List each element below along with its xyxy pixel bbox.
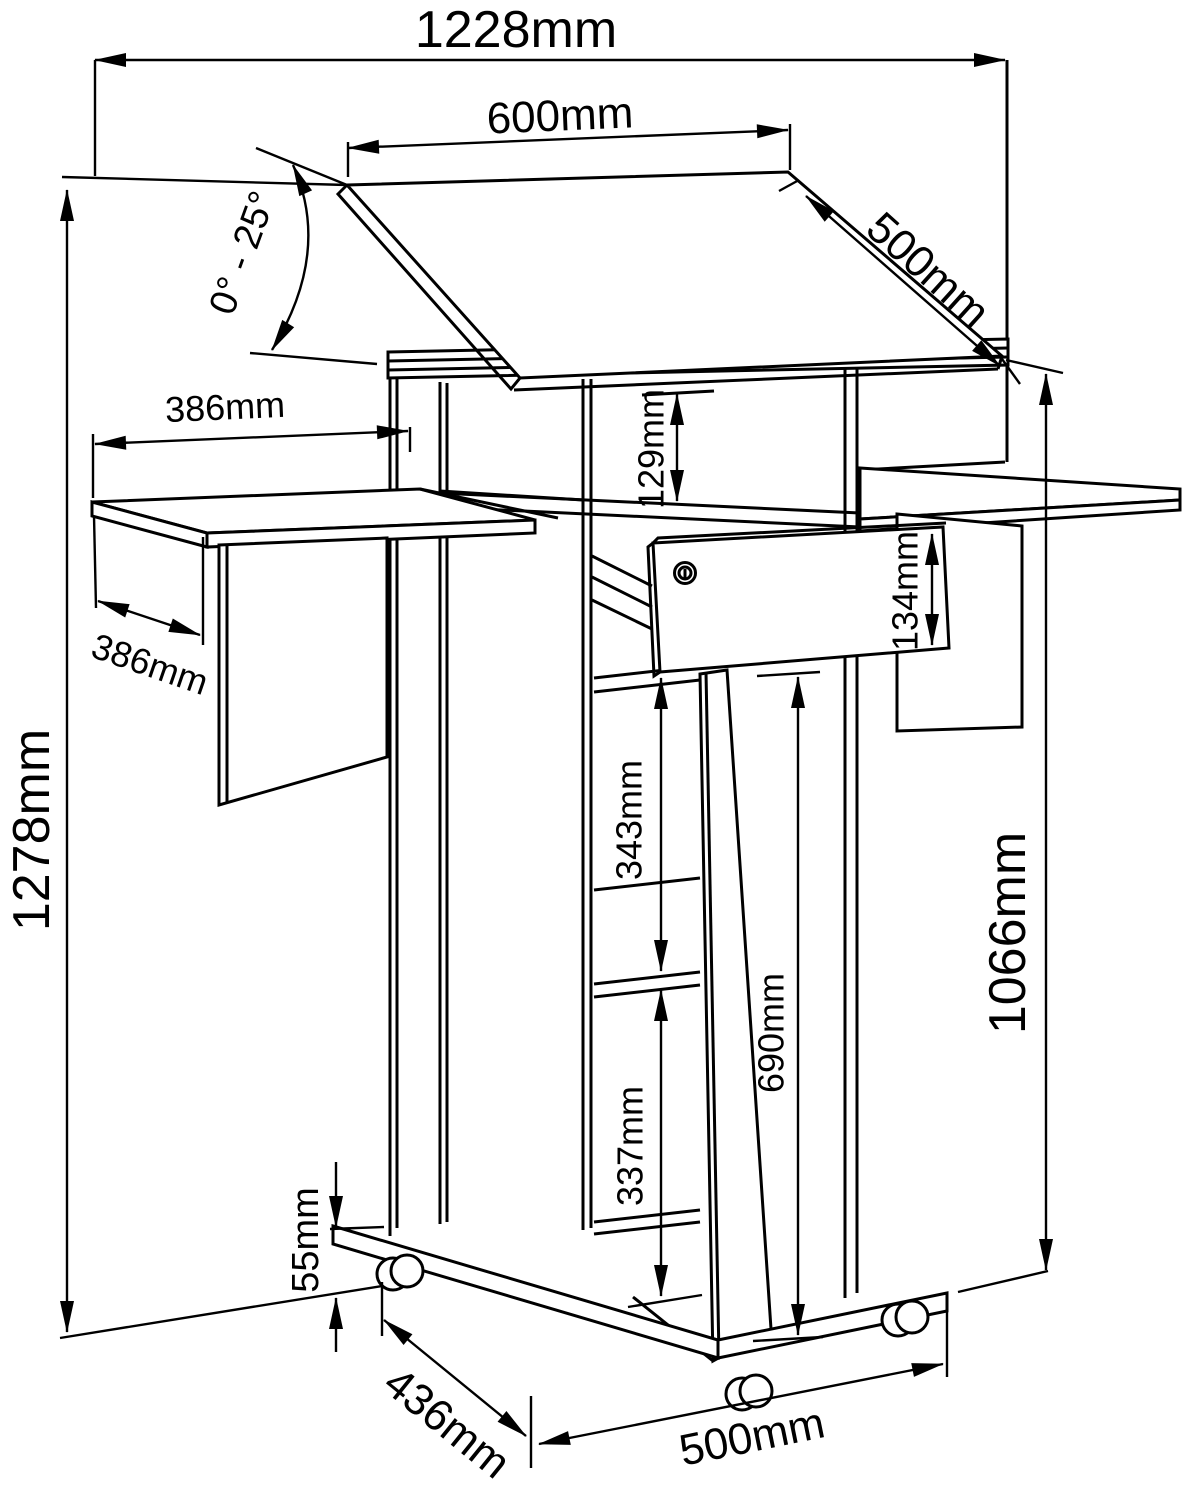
dim-tilt-angle: 0° - 25° xyxy=(201,146,378,366)
dim-overall-width-label: 1228mm xyxy=(415,1,617,59)
dim-caster-clearance-label: 55mm xyxy=(285,1187,327,1293)
left-shelf-support-panel xyxy=(217,536,389,807)
dim-lower-shelf-spacing: 337mm xyxy=(610,989,703,1309)
dim-caster-clearance: 55mm xyxy=(285,1162,385,1352)
dim-upper-compartment-height: 129mm xyxy=(631,389,684,509)
drawer-front xyxy=(651,525,951,674)
dim-body-height: 1066mm xyxy=(957,358,1064,1294)
dim-overall-height: 1278mm xyxy=(3,175,383,1340)
dim-base-depth: 436mm xyxy=(375,1282,533,1488)
dim-upper-shelf-spacing-label: 343mm xyxy=(609,760,650,880)
dim-left-shelf-width-label: 386mm xyxy=(164,384,286,430)
left-folding-shelf xyxy=(90,487,559,807)
dim-drawer-front-height: 134mm xyxy=(885,531,939,651)
dim-lower-shelf-spacing-label: 337mm xyxy=(610,1086,651,1206)
dim-top-width-label: 600mm xyxy=(486,88,635,143)
dim-upper-shelf-spacing: 343mm xyxy=(609,677,668,972)
dim-door-height-label: 690mm xyxy=(751,973,792,1093)
dim-drawer-front-height-label: 134mm xyxy=(885,531,926,651)
dim-left-shelf-width: 386mm xyxy=(91,384,412,498)
dim-tilt-angle-label: 0° - 25° xyxy=(201,186,284,320)
dim-body-height-label: 1066mm xyxy=(979,832,1037,1034)
dim-base-width-label: 500mm xyxy=(675,1398,829,1475)
dim-top-width: 600mm xyxy=(346,88,792,177)
dim-base-depth-label: 436mm xyxy=(375,1358,520,1488)
dim-upper-compartment-height-label: 129mm xyxy=(631,389,672,509)
dim-overall-height-label: 1278mm xyxy=(3,729,61,931)
base-plate xyxy=(331,1223,949,1361)
drawer xyxy=(646,521,951,679)
dim-overall-width: 1228mm xyxy=(93,1,1006,176)
dim-door-height: 690mm xyxy=(751,670,824,1343)
dim-left-shelf-depth-label: 386mm xyxy=(87,625,214,703)
